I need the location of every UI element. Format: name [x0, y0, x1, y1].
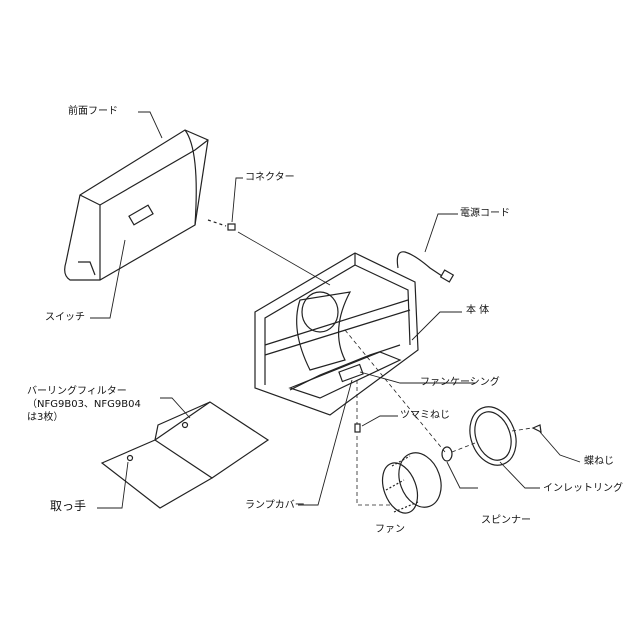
- spinner-part: [441, 446, 453, 462]
- label-power-cord: 電源コード: [460, 208, 510, 219]
- label-connector: コネクター: [245, 172, 295, 183]
- label-filter-line1: バーリングフィルター: [27, 386, 127, 397]
- label-switch: スイッチ: [45, 312, 85, 323]
- label-body: 本 体: [466, 305, 490, 316]
- connector-part: [207, 219, 331, 286]
- label-wing-screw: 蝶ねじ: [584, 456, 614, 467]
- leader-lines: [90, 111, 581, 509]
- label-front-hood: 前面フード: [68, 106, 118, 117]
- front-hood-part: [64, 129, 209, 281]
- label-filter-line3: は3枚）: [27, 412, 64, 423]
- label-fan-casing: ファンケーシング: [420, 377, 500, 388]
- wing-screw-part: [531, 424, 542, 434]
- label-lamp-cover: ランプカバー: [245, 500, 305, 511]
- label-fan: ファン: [375, 524, 405, 535]
- label-filter-line2: （NFG9B03、NFG9B04: [27, 399, 141, 410]
- inlet-ring-part: [469, 406, 517, 466]
- label-handle: 取っ手: [50, 499, 87, 513]
- label-spinner: スピンナー: [481, 515, 531, 526]
- main-body-part: [254, 252, 419, 416]
- fan-part: [381, 452, 442, 514]
- knob-screw-part: [354, 423, 361, 433]
- label-inlet-ring: インレットリング: [543, 483, 623, 494]
- label-knob-screw: ツマミねじ: [400, 410, 450, 421]
- baring-filter-part: [100, 401, 270, 509]
- assembly-lines: [344, 329, 533, 506]
- power-cord-part: [396, 251, 455, 283]
